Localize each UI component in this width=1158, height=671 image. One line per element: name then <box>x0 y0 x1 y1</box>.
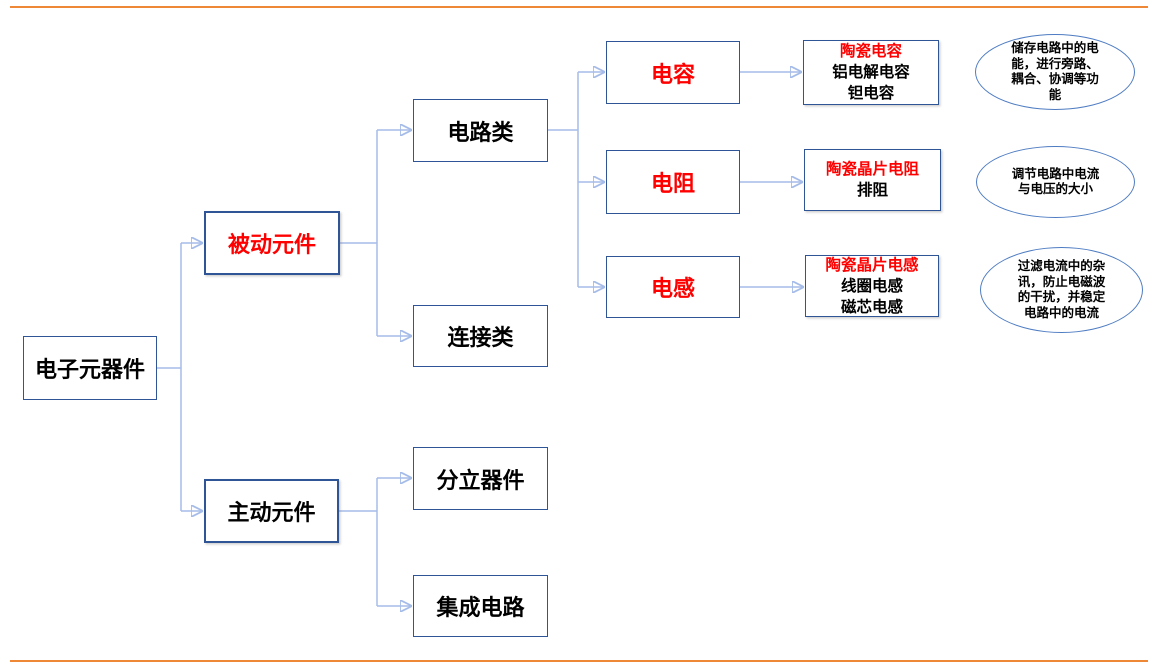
node-connection-class-label: 连接类 <box>447 325 514 350</box>
node-electronic-components-label: 电子元器件 <box>34 357 145 382</box>
resistor-type-2: 排阻 <box>856 182 888 199</box>
node-inductor: 电感 <box>606 256 740 318</box>
inductor-type-3: 磁芯电感 <box>840 298 903 316</box>
node-active-components-label: 主动元件 <box>227 500 316 525</box>
node-resistor-types: 陶瓷晶片电阻 排阻 <box>804 149 941 211</box>
inductor-function-text: 过滤电流中的杂讯，防止电磁波的干扰，并稳定电路中的电流 <box>1017 259 1106 320</box>
node-resistor-label: 电阻 <box>650 171 695 196</box>
node-inductor-types: 陶瓷晶片电感 线圈电感 磁芯电感 <box>805 255 939 317</box>
node-passive-components-label: 被动元件 <box>227 232 316 257</box>
node-capacitor: 电容 <box>606 41 740 104</box>
capacitor-type-3: 钽电容 <box>847 85 895 102</box>
node-discrete-devices-label: 分立器件 <box>436 467 525 493</box>
resistor-function-text: 调节电路中电流与电压的大小 <box>1011 166 1100 197</box>
node-capacitor-label: 电容 <box>650 61 695 87</box>
node-active-components: 主动元件 <box>204 479 339 543</box>
node-integrated-circuits: 集成电路 <box>413 575 548 637</box>
node-integrated-circuits-label: 集成电路 <box>436 595 525 620</box>
node-electronic-components: 电子元器件 <box>23 336 157 400</box>
top-rule <box>10 6 1148 8</box>
node-circuit-class: 电路类 <box>413 99 548 162</box>
node-passive-components: 被动元件 <box>204 211 340 275</box>
inductor-function-ellipse: 过滤电流中的杂讯，防止电磁波的干扰，并稳定电路中的电流 <box>980 247 1143 333</box>
node-circuit-class-label: 电路类 <box>447 119 514 145</box>
resistor-type-1: 陶瓷晶片电阻 <box>825 161 919 178</box>
capacitor-function-text: 储存电路中的电能，进行旁路、耦合、协调等功能 <box>1011 41 1099 102</box>
node-resistor: 电阻 <box>606 150 740 214</box>
capacitor-function-ellipse: 储存电路中的电能，进行旁路、耦合、协调等功能 <box>975 34 1135 110</box>
capacitor-type-1: 陶瓷电容 <box>839 43 902 60</box>
node-capacitor-types: 陶瓷电容 铝电解电容 钽电容 <box>803 40 939 105</box>
node-inductor-label: 电感 <box>650 276 695 301</box>
node-connection-class: 连接类 <box>413 305 548 367</box>
bottom-rule <box>10 660 1148 662</box>
resistor-function-ellipse: 调节电路中电流与电压的大小 <box>976 146 1135 218</box>
capacitor-type-2: 铝电解电容 <box>832 64 910 81</box>
node-discrete-devices: 分立器件 <box>413 447 548 510</box>
inductor-type-1: 陶瓷晶片电感 <box>825 256 919 274</box>
inductor-type-2: 线圈电感 <box>840 277 903 295</box>
